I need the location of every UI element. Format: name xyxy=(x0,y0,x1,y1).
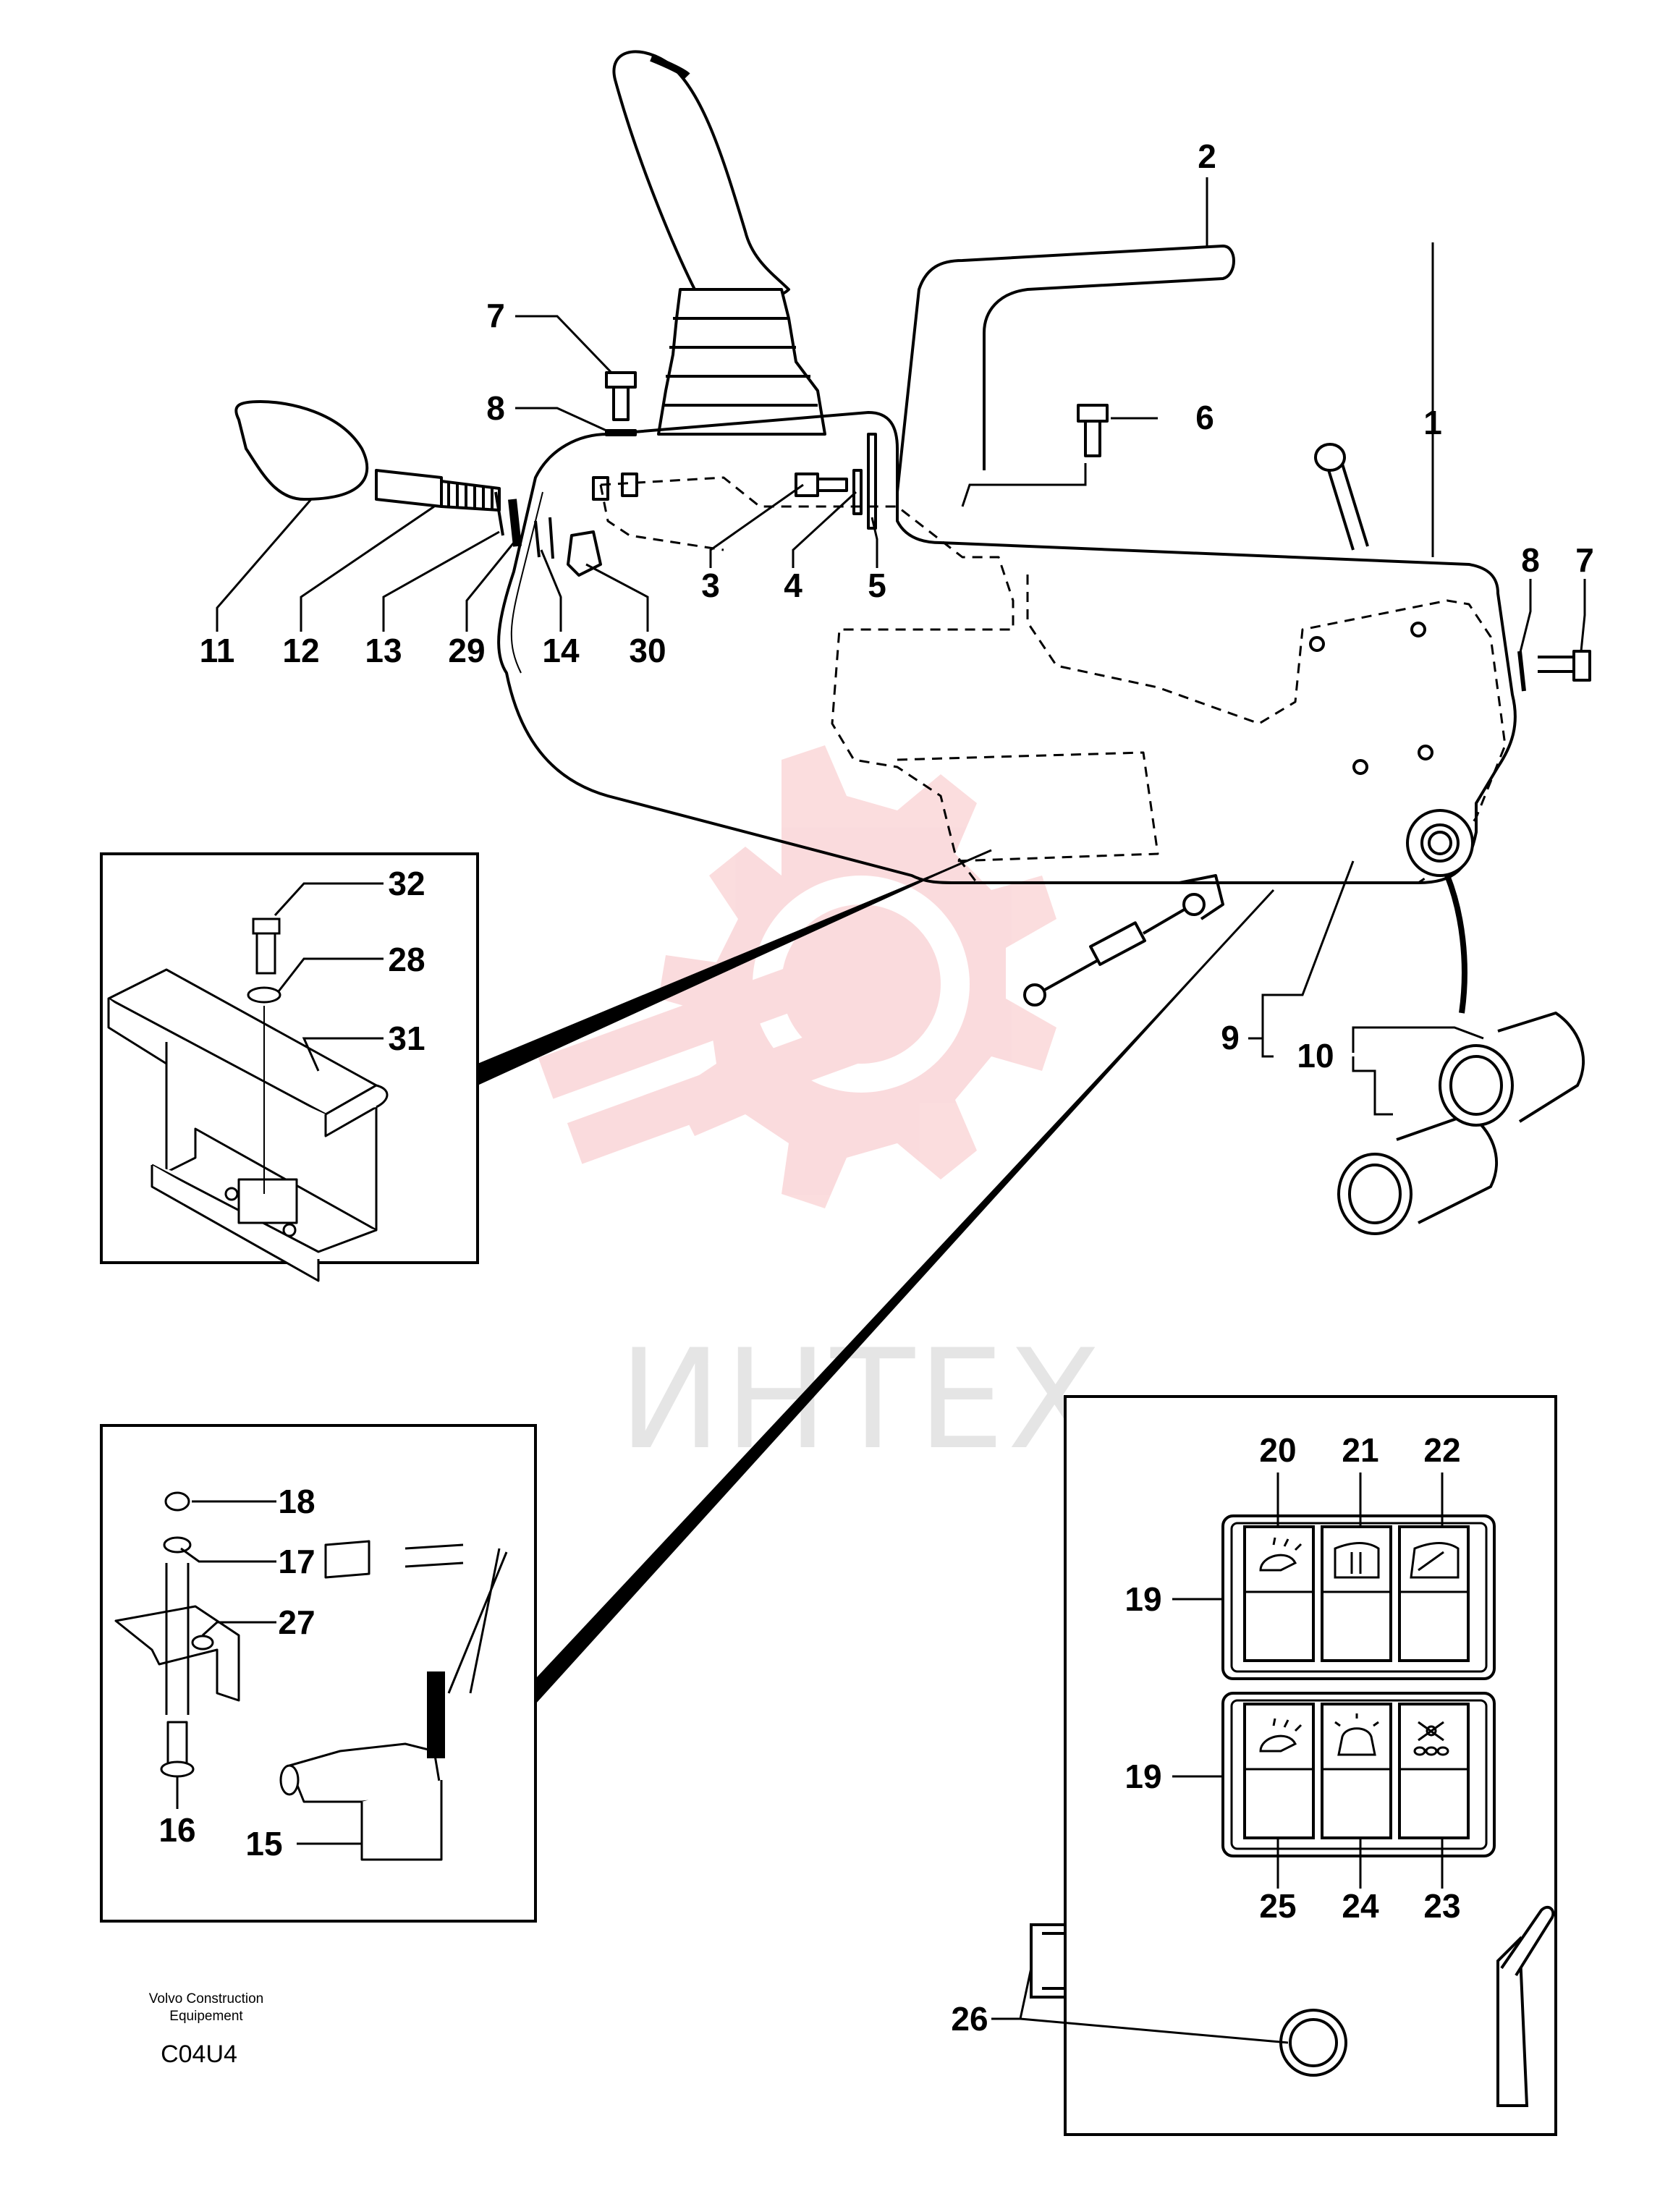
rubber-foot-b xyxy=(1439,1012,1585,1127)
callout-13: 13 xyxy=(365,632,402,669)
callout-23: 23 xyxy=(1423,1887,1460,1925)
detail-box-bracket xyxy=(100,852,479,1282)
hidden-internal-outline xyxy=(600,476,1507,884)
washer-4 xyxy=(852,469,863,515)
callout-28: 28 xyxy=(388,941,425,978)
callout-9: 9 xyxy=(1221,1019,1240,1056)
connector xyxy=(324,1540,370,1579)
callout-24: 24 xyxy=(1342,1887,1379,1925)
rear-light-icon xyxy=(1259,1718,1303,1753)
callout-26: 26 xyxy=(951,2000,988,2038)
bolt-7-right xyxy=(1538,650,1591,682)
work-light-icon xyxy=(1259,1537,1303,1572)
callout-3: 3 xyxy=(701,567,720,604)
callout-19-bottom: 19 xyxy=(1124,1758,1161,1795)
fan-icon xyxy=(1413,1721,1449,1756)
switch-15 xyxy=(288,1742,443,1803)
washer-5 xyxy=(867,433,877,530)
callout-27: 27 xyxy=(278,1603,315,1641)
lever-23 xyxy=(1496,1905,1555,2107)
rubber-foot-a xyxy=(1337,1113,1498,1235)
callout-1: 1 xyxy=(1423,404,1442,441)
bolt-32 xyxy=(255,928,276,975)
joystick-grip xyxy=(612,50,790,302)
joystick-boot xyxy=(657,288,826,436)
bolt-6 xyxy=(1077,404,1109,457)
callout-14: 14 xyxy=(542,632,580,669)
washer-17 xyxy=(163,1536,192,1554)
callout-32: 32 xyxy=(388,865,425,902)
watermark-text: ИНТЕХ xyxy=(619,1320,1104,1480)
brand-line1: Volvo Construction xyxy=(149,1991,263,2007)
callout-31: 31 xyxy=(388,1020,425,1057)
callout-4: 4 xyxy=(784,567,802,604)
drawing-code: C04U4 xyxy=(161,2041,237,2068)
washer-13 xyxy=(494,491,504,536)
nut-30 xyxy=(567,530,602,577)
callout-numbers: 2 1 6 7 8 8 7 9 10 11 12 13 29 14 30 3 4… xyxy=(158,137,1593,2038)
callout-22: 22 xyxy=(1423,1431,1460,1469)
washer-8-top xyxy=(605,429,637,436)
callout-16: 16 xyxy=(158,1811,195,1849)
main-console-assembly xyxy=(234,50,1591,1235)
nut-18 xyxy=(164,1491,190,1512)
washer-8-right xyxy=(1517,651,1526,692)
detail-pointer-lines xyxy=(477,849,1275,1704)
bolt-3 xyxy=(795,473,848,497)
washer-14 xyxy=(534,517,554,559)
callout-30: 30 xyxy=(629,632,666,669)
detail-box-switch-panel xyxy=(1030,1395,1557,2136)
windscreen-washer-icon xyxy=(1334,1542,1380,1579)
callout-2: 2 xyxy=(1198,137,1216,175)
callout-6: 6 xyxy=(1195,399,1214,436)
shaft-12 xyxy=(375,469,443,508)
watermark-gear-logo xyxy=(538,745,1056,1208)
callout-8-right: 8 xyxy=(1521,541,1540,579)
brand-line2: Equipement xyxy=(169,2009,243,2024)
callout-29: 29 xyxy=(448,632,485,669)
detail-box-switch xyxy=(100,1424,537,1923)
callout-7-right: 7 xyxy=(1575,541,1594,579)
leader-lines xyxy=(176,177,1586,2044)
windscreen-wiper-icon xyxy=(1410,1542,1460,1579)
beacon-icon xyxy=(1334,1713,1379,1756)
callout-19-top: 19 xyxy=(1124,1580,1161,1618)
washer-28 xyxy=(247,986,281,1004)
callout-8-top: 8 xyxy=(486,389,505,427)
callout-17: 17 xyxy=(278,1543,315,1580)
washer-29 xyxy=(508,499,522,547)
gas-strut xyxy=(1023,874,1224,1007)
callout-15: 15 xyxy=(245,1825,282,1863)
callout-5: 5 xyxy=(868,567,886,604)
callout-11: 11 xyxy=(200,632,235,669)
knob-11 xyxy=(234,400,369,501)
console-housing xyxy=(497,411,1517,884)
callout-12: 12 xyxy=(282,632,319,669)
callout-25: 25 xyxy=(1259,1887,1296,1925)
bolt-7-top xyxy=(605,371,637,421)
footer: Volvo Construction Equipement C04U4 xyxy=(149,1991,263,2068)
bolt-16 xyxy=(166,1721,188,1767)
callout-7-top: 7 xyxy=(486,297,505,334)
callout-10: 10 xyxy=(1297,1037,1334,1075)
callout-18: 18 xyxy=(278,1483,315,1520)
callout-20: 20 xyxy=(1259,1431,1296,1469)
callout-21: 21 xyxy=(1342,1431,1378,1469)
hand-lever xyxy=(896,245,1235,493)
